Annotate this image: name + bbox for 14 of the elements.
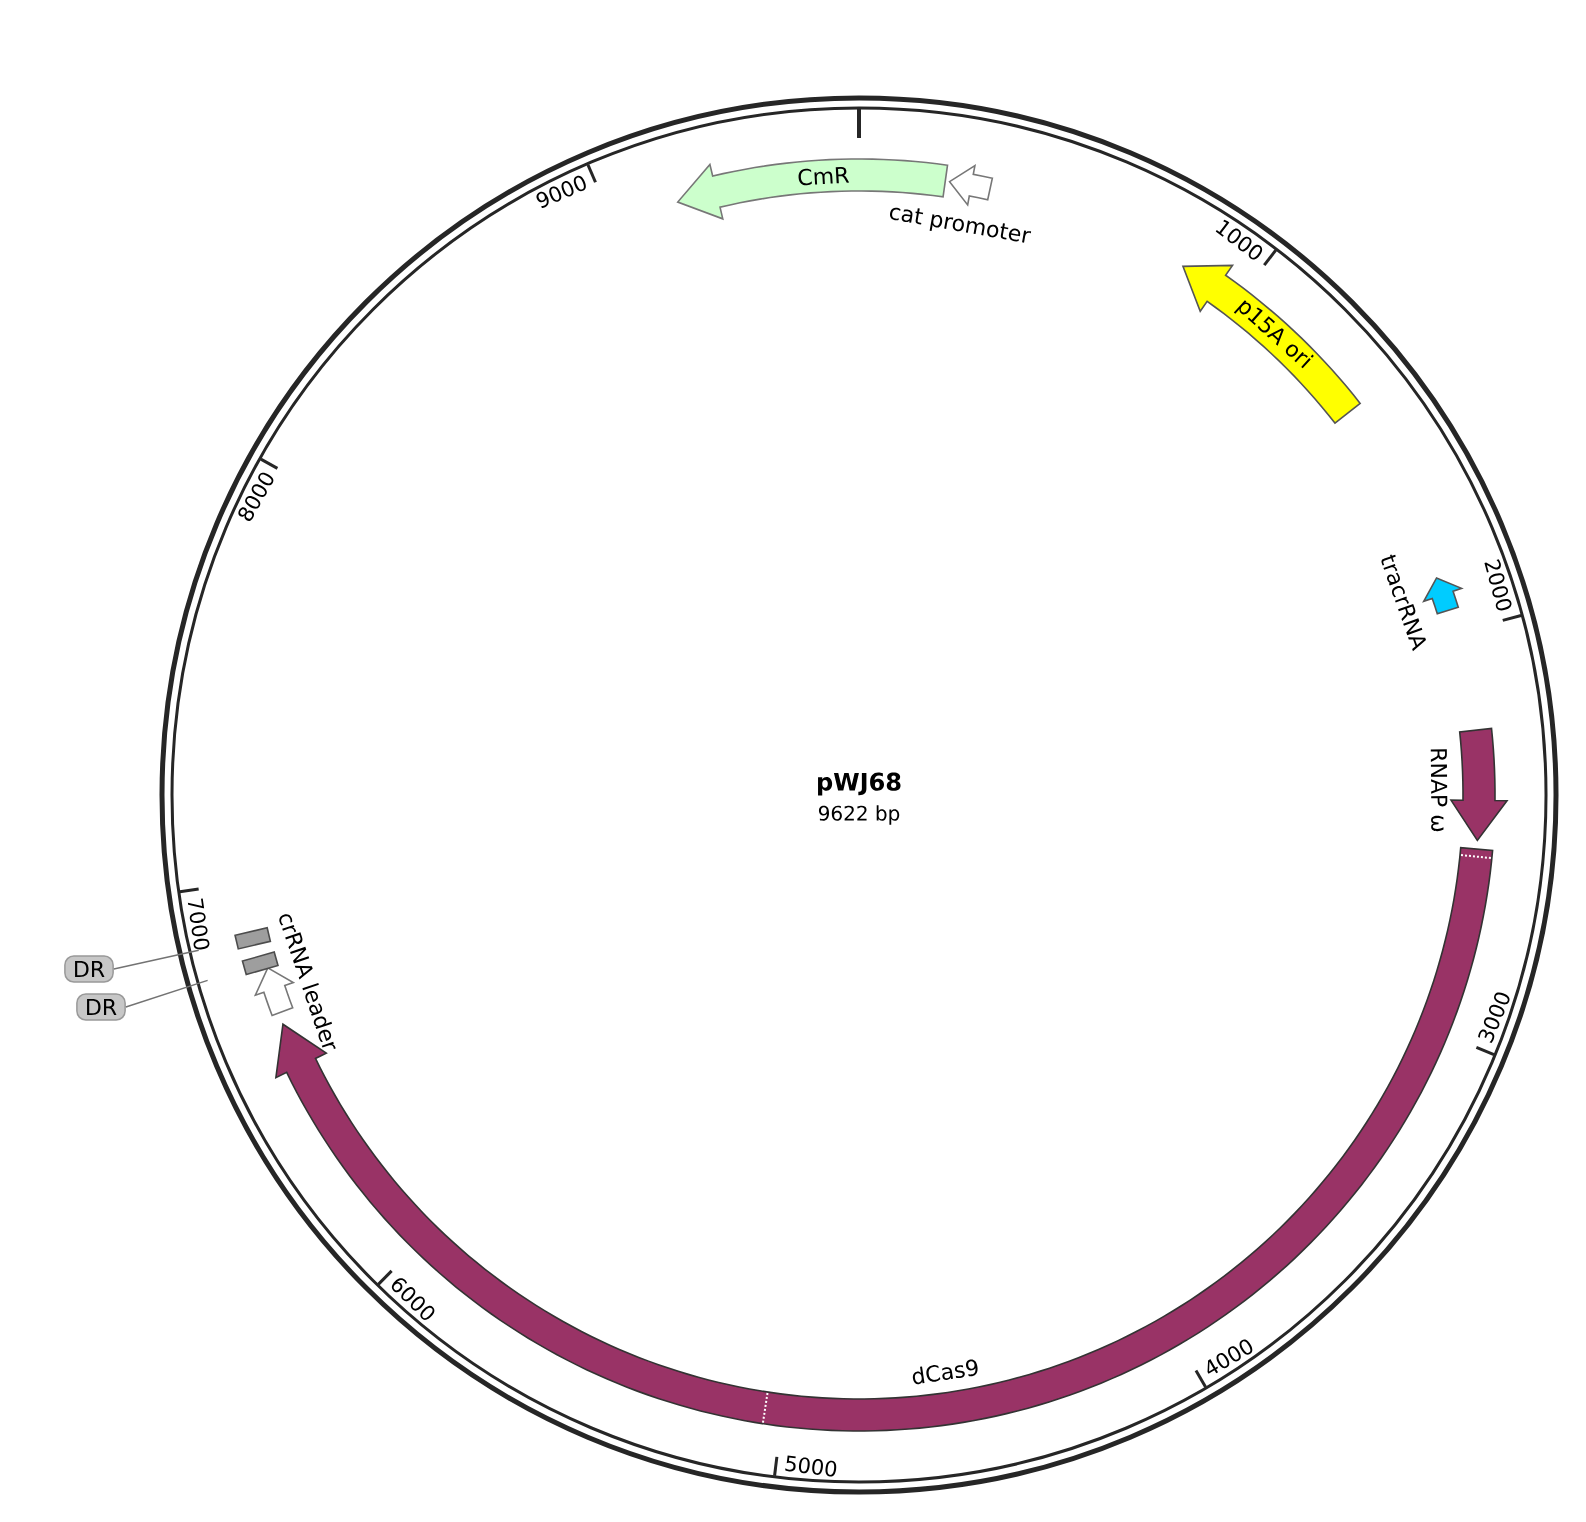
node-label: RNAP ω [1430,749,1448,832]
feature-tag: DR [76,993,126,1021]
tick-label: 7000 [187,898,210,950]
leader-line [125,979,209,1008]
feature-tag: DR [64,955,114,983]
tick-label: 2000 [1484,559,1512,611]
leader-line [113,949,200,970]
feature-box [234,926,272,950]
tick-label: 5000 [785,1455,837,1477]
tick-label: 4000 [1207,1339,1253,1374]
tick-label: 9000 [536,175,586,208]
feature-box [241,951,279,976]
plasmid-size: 9622 bp [818,805,900,825]
plasmid-name: pWJ68 [818,772,901,796]
